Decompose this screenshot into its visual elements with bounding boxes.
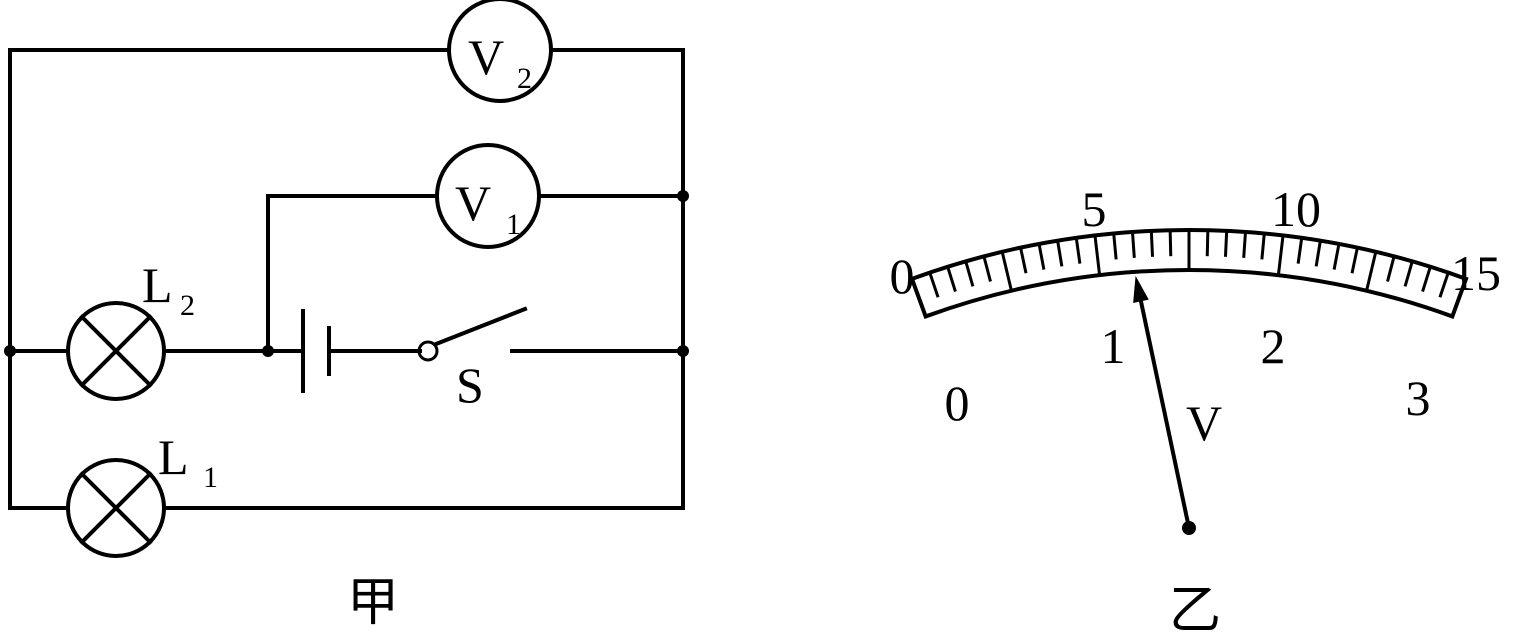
minor-tick: [1149, 230, 1155, 257]
minor-tick: [1205, 230, 1210, 257]
outer-scale-label: 0: [890, 248, 915, 304]
voltmeter-v1-subscript: 1: [506, 208, 521, 241]
minor-tick: [982, 256, 992, 282]
minor-tick: [1350, 247, 1359, 274]
minor-tick: [1074, 237, 1082, 264]
inner-scale-label: 0: [945, 375, 970, 431]
voltmeter-v2-subscript: 2: [517, 62, 532, 95]
minor-tick: [1112, 233, 1118, 260]
lamp-l1-subscript: 1: [203, 461, 218, 494]
voltmeter-v2-letter: V: [468, 29, 504, 85]
junction-dot: [677, 345, 689, 357]
minor-tick: [1421, 266, 1432, 293]
minor-tick: [1131, 231, 1136, 259]
major-tick: [1276, 235, 1285, 276]
junction-dot: [262, 345, 274, 357]
wire-v1-branch: [266, 194, 685, 353]
inner-scale-label: 3: [1406, 370, 1431, 426]
voltmeter-v2: V 2: [447, 0, 553, 103]
major-tick: [1365, 251, 1378, 292]
lamp-l2-subscript: 2: [180, 289, 195, 322]
figure-a-caption: 甲: [347, 573, 399, 633]
minor-tick: [1168, 230, 1173, 257]
dial-scale: [909, 227, 1469, 319]
minor-tick: [964, 260, 975, 287]
minor-tick: [928, 272, 940, 298]
figure-b-caption: 乙: [1169, 581, 1221, 637]
wire-left: [8, 48, 70, 510]
switch-s: S: [417, 306, 528, 413]
junction-dot: [677, 190, 689, 202]
minor-tick: [1242, 231, 1247, 259]
minor-tick: [1403, 260, 1414, 287]
minor-tick: [1260, 233, 1266, 260]
scale-band: [909, 227, 1469, 319]
minor-tick: [1037, 243, 1046, 270]
minor-tick: [1386, 256, 1396, 282]
unit-label: V: [1186, 395, 1222, 451]
lamp-l1: L 1: [66, 429, 218, 558]
minor-tick: [1332, 243, 1341, 270]
junction-dot: [4, 345, 16, 357]
wire-right: [162, 48, 685, 510]
inner-scale-label: 1: [1101, 318, 1126, 374]
battery-symbol: [301, 309, 331, 393]
minor-tick: [1314, 240, 1322, 267]
circuit-diagram: V 2 V 1 L 2 L 1: [4, 0, 689, 633]
voltmeter-dial: 0 5 10 15 0 1 2 3 V 乙: [890, 181, 1502, 637]
lamp-l2: L 2: [66, 257, 195, 401]
minor-tick: [1056, 240, 1064, 267]
outer-scale-label: 15: [1451, 245, 1501, 301]
minor-tick: [1019, 247, 1028, 274]
pointer-needle: [1133, 275, 1196, 535]
switch-label: S: [456, 357, 484, 413]
minor-tick: [946, 266, 957, 293]
minor-tick: [1223, 230, 1229, 257]
voltmeter-v1: V 1: [435, 143, 541, 249]
lamp-l1-letter: L: [158, 429, 189, 485]
minor-tick: [1438, 272, 1450, 298]
major-tick: [1000, 251, 1013, 292]
inner-scale-label: 2: [1261, 318, 1286, 374]
minor-tick: [1296, 237, 1304, 264]
lamp-l2-letter: L: [142, 257, 173, 313]
outer-scale-label: 10: [1271, 181, 1321, 237]
voltmeter-v1-letter: V: [455, 175, 491, 231]
major-tick: [1093, 235, 1102, 276]
outer-scale-label: 5: [1082, 181, 1107, 237]
